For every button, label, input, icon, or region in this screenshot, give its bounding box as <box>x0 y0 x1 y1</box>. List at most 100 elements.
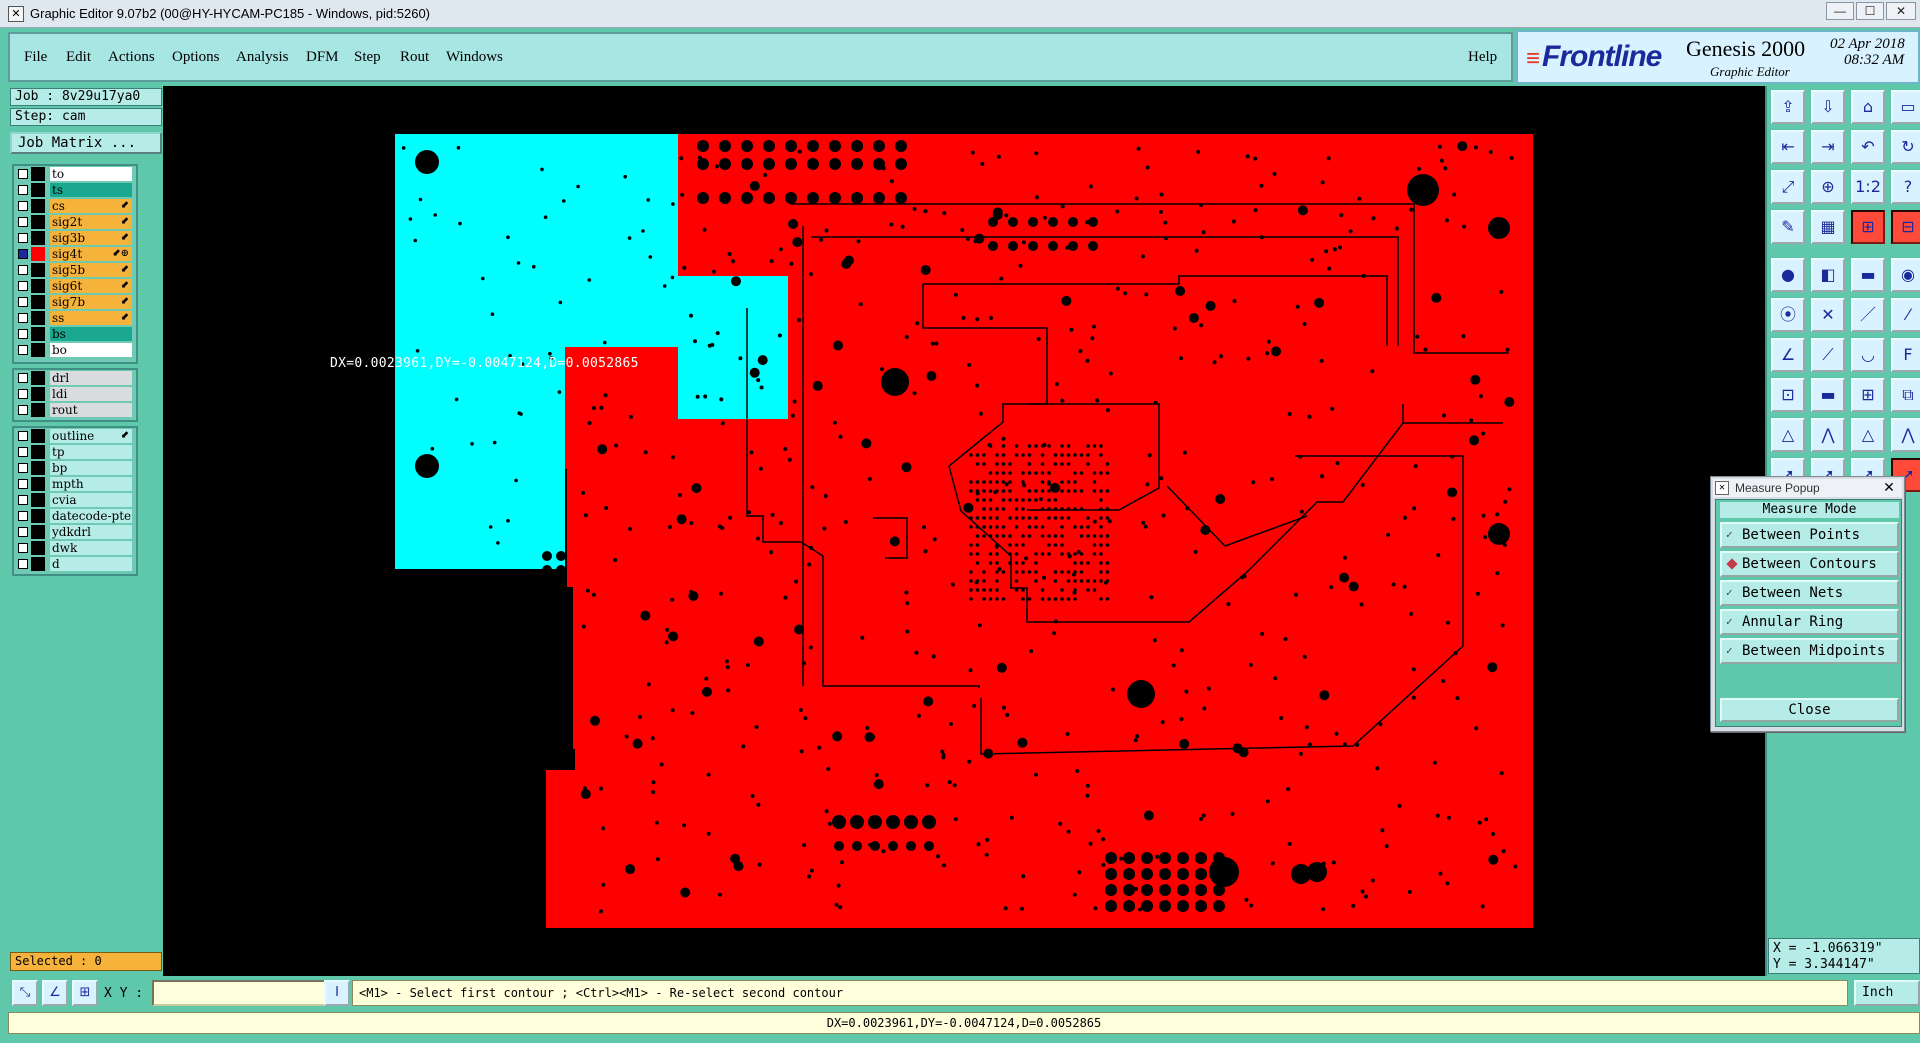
scale-1-2-icon[interactable]: 1:2 <box>1851 170 1885 204</box>
layer-color-swatch[interactable] <box>31 525 45 539</box>
close-window-button[interactable]: ✕ <box>1886 2 1916 20</box>
menu-edit[interactable]: Edit <box>66 49 91 65</box>
layer-row[interactable]: dwk <box>14 540 136 556</box>
layer-color-swatch[interactable] <box>31 461 45 475</box>
layer-color-swatch[interactable] <box>31 403 45 417</box>
layer-color-swatch[interactable] <box>31 445 45 459</box>
snap-icon[interactable]: ⊞ <box>1851 210 1885 244</box>
layer-row[interactable]: sig3b⬋ <box>14 230 136 246</box>
snap-grid-icon[interactable]: ⊞ <box>72 980 98 1006</box>
layer-row[interactable]: tp <box>14 444 136 460</box>
layer-name[interactable]: sig7b⬋ <box>50 295 132 309</box>
measure-tool-icon[interactable]: ∠ <box>42 980 68 1006</box>
layer-row[interactable]: cvia <box>14 492 136 508</box>
layer-color-swatch[interactable] <box>31 311 45 325</box>
layer-checkbox[interactable] <box>18 495 28 505</box>
menu-help[interactable]: Help <box>1468 49 1498 65</box>
mode-between-midpoints[interactable]: ✓ Between Midpoints <box>1720 638 1899 664</box>
layer-checkbox[interactable] <box>18 559 28 569</box>
layer-checkbox[interactable] <box>18 431 28 441</box>
layer-row[interactable]: sig6t⬋ <box>14 278 136 294</box>
layer-color-swatch[interactable] <box>31 199 45 213</box>
triangle4-icon[interactable]: ⋀ <box>1891 418 1920 452</box>
zoom-home-icon[interactable]: ⊕ <box>1811 170 1845 204</box>
triangle3-icon[interactable]: △ <box>1851 418 1885 452</box>
layer-color-swatch[interactable] <box>31 493 45 507</box>
arc-ccw-icon[interactable]: ◡ <box>1851 338 1885 372</box>
layer-row[interactable]: outline⬋ <box>14 428 136 444</box>
layer-checkbox[interactable] <box>18 463 28 473</box>
graphic-canvas[interactable]: DX=0.0023961,DY=-0.0047124,D=0.0052865 <box>163 86 1765 976</box>
menu-analysis[interactable]: Analysis <box>236 49 289 65</box>
layer-color-swatch[interactable] <box>31 263 45 277</box>
xy-input[interactable] <box>152 980 328 1006</box>
board-view[interactable] <box>163 86 1765 976</box>
layer-name[interactable]: ldi <box>50 387 132 401</box>
circle-icon[interactable]: ◉ <box>1891 258 1920 292</box>
line2-icon[interactable]: ⁄ <box>1891 298 1920 332</box>
units-selector[interactable]: Inch <box>1854 980 1920 1006</box>
layer-color-swatch[interactable] <box>31 215 45 229</box>
arc-icon[interactable]: ⟋ <box>1811 338 1845 372</box>
help-icon[interactable]: ? <box>1891 170 1920 204</box>
layer-name[interactable]: sig6t⬋ <box>50 279 132 293</box>
layer-color-swatch[interactable] <box>31 343 45 357</box>
layer-color-swatch[interactable] <box>31 183 45 197</box>
surface-icon[interactable]: ▬ <box>1851 258 1885 292</box>
layer-name[interactable]: ydkdrl <box>50 525 132 539</box>
mode-annular-ring[interactable]: ✓ Annular Ring <box>1720 609 1899 635</box>
layer-name[interactable]: drl <box>50 371 132 385</box>
triangle-icon[interactable]: △ <box>1771 418 1805 452</box>
layer-color-swatch[interactable] <box>31 295 45 309</box>
mode-between-nets[interactable]: ✓ Between Nets <box>1720 580 1899 606</box>
angle-icon[interactable]: ∠ <box>1771 338 1805 372</box>
layer-color-swatch[interactable] <box>31 167 45 181</box>
layer-color-swatch[interactable] <box>31 429 45 443</box>
layer-checkbox[interactable] <box>18 297 28 307</box>
layer-name[interactable]: sig2t⬋ <box>50 215 132 229</box>
layer-color-swatch[interactable] <box>31 327 45 341</box>
open-step-icon[interactable]: ⇩ <box>1811 90 1845 124</box>
layer-row[interactable]: sig7b⬋ <box>14 294 136 310</box>
layer-color-swatch[interactable] <box>31 509 45 523</box>
pen-icon[interactable]: ✎ <box>1771 210 1805 244</box>
menu-dfm[interactable]: DFM <box>306 49 339 65</box>
layer-row[interactable]: mpth <box>14 476 136 492</box>
input-cursor-icon[interactable]: I <box>324 980 350 1006</box>
layer-row[interactable]: ss⬋ <box>14 310 136 326</box>
layer-checkbox[interactable] <box>18 185 28 195</box>
layer-color-swatch[interactable] <box>31 231 45 245</box>
layer-row[interactable]: datecode-pte <box>14 508 136 524</box>
fit-icon[interactable]: ⤢ <box>1771 170 1805 204</box>
layer-row[interactable]: ldi <box>14 386 136 402</box>
layer-checkbox[interactable] <box>18 447 28 457</box>
house-icon[interactable]: ⌂ <box>1851 90 1885 124</box>
layer-row[interactable]: to <box>14 166 136 182</box>
layer-checkbox[interactable] <box>18 265 28 275</box>
layer-color-swatch[interactable] <box>31 371 45 385</box>
layer-color-swatch[interactable] <box>31 387 45 401</box>
layer-checkbox[interactable] <box>18 389 28 399</box>
layer-checkbox[interactable] <box>18 329 28 339</box>
layer-name[interactable]: dwk <box>50 541 132 555</box>
layer-name[interactable]: mpth <box>50 477 132 491</box>
text-icon[interactable]: F <box>1891 338 1920 372</box>
layer-color-swatch[interactable] <box>31 557 45 571</box>
menu-file[interactable]: File <box>24 49 48 65</box>
layer-name[interactable]: cs⬋ <box>50 199 132 213</box>
layer-color-swatch[interactable] <box>31 541 45 555</box>
snap2-icon[interactable]: ⊟ <box>1891 210 1920 244</box>
layer-row[interactable]: sig5b⬋ <box>14 262 136 278</box>
layer-checkbox[interactable] <box>18 405 28 415</box>
menu-actions[interactable]: Actions <box>108 49 155 65</box>
layer-color-swatch[interactable] <box>31 477 45 491</box>
layer-color-swatch[interactable] <box>31 279 45 293</box>
home-icon[interactable]: ⇪ <box>1771 90 1805 124</box>
pan-right-icon[interactable]: ⇥ <box>1811 130 1845 164</box>
flip-icon[interactable]: ▬ <box>1811 378 1845 412</box>
menu-step[interactable]: Step <box>354 49 381 65</box>
layer-row[interactable]: cs⬋ <box>14 198 136 214</box>
minimize-button[interactable]: — <box>1826 2 1854 20</box>
layer-name[interactable]: sig4t⬋⊕ <box>50 247 132 261</box>
move-icon[interactable]: ⊞ <box>1851 378 1885 412</box>
